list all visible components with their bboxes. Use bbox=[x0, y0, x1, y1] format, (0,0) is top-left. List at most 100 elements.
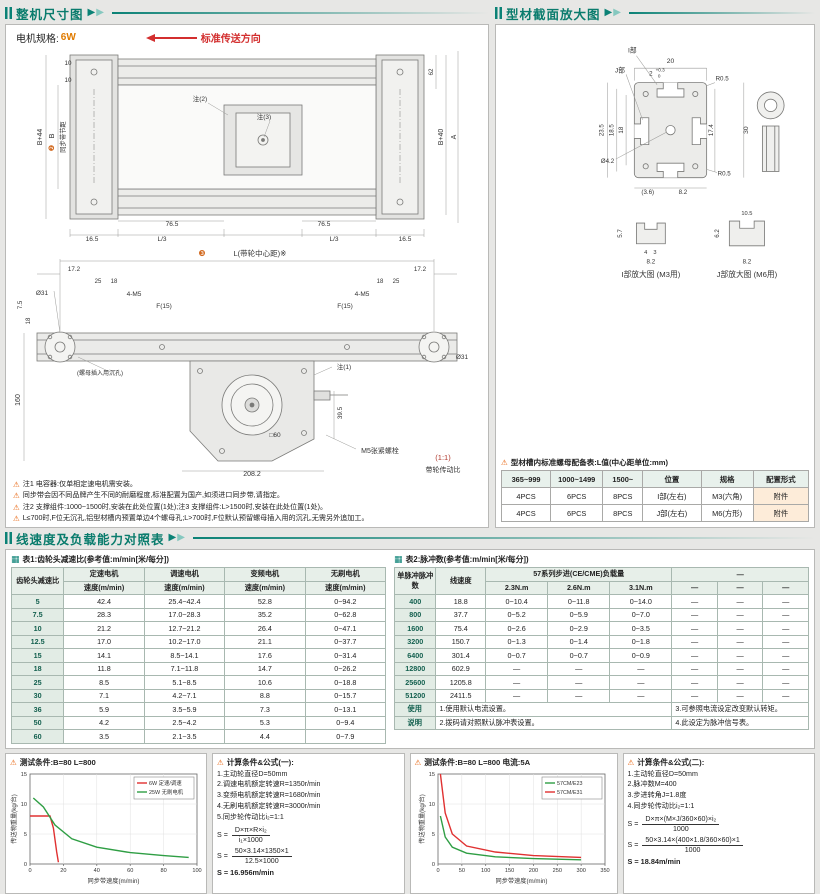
calc-line: 2.调速电机额定转速R=1350r/min bbox=[217, 779, 400, 790]
table-cell: 18.8 bbox=[436, 595, 486, 609]
direction-arrow-shaft bbox=[155, 37, 197, 39]
test2-title: ⚠ 测试条件:B=80 L=800 电流:5A bbox=[415, 757, 613, 768]
note-line: ⚠同步带会因不同品牌产生不同的耐磨程度,标准配置为国产,如须进口同步带,请指定。 bbox=[13, 490, 481, 501]
table-cell: 17.0~28.3 bbox=[144, 608, 224, 622]
calc-panel-2: ⚠ 计算条件&公式(二): 1.主动轮直径D=50mm 2.脉冲数M=400 3… bbox=[623, 753, 816, 894]
formula-lhs: S = bbox=[628, 820, 639, 828]
table-header-row: 齿轮头减速比 定速电机 调速电机 变频电机 无刷电机 bbox=[12, 568, 386, 582]
fraction-numerator: 50×3.14×1350×1 bbox=[232, 847, 292, 857]
table-cell: — bbox=[672, 635, 718, 649]
dimension-label: 25 bbox=[95, 279, 102, 285]
direction-arrow: 标准传送方向 bbox=[146, 30, 261, 45]
usage-note: 4.此设定为脉冲信号表。 bbox=[672, 716, 809, 730]
fraction-numerator: D×π×R×i₂ bbox=[232, 826, 270, 836]
dimension-label: 17.2 bbox=[414, 266, 427, 273]
table-cell: — bbox=[763, 635, 809, 649]
y-tick-label: 0 bbox=[24, 862, 27, 868]
drawing-notes: ⚠注1 电容器:仅单相定速电机需安装。 ⚠同步带会因不同品牌产生不同的耐磨程度,… bbox=[6, 477, 488, 527]
dimension-label: 18 bbox=[618, 126, 625, 133]
dimension-label: Ø31 bbox=[456, 354, 469, 361]
table-cell: 602.9 bbox=[436, 662, 486, 676]
column-header: 2.6N.m bbox=[548, 581, 610, 595]
x-axis-label: 同步带速度(m/min) bbox=[495, 877, 547, 885]
header-arrow-icon: ▶ bbox=[88, 8, 96, 18]
y-axis-label: 传送物重量(kg/台) bbox=[10, 794, 18, 844]
dimension-label: 18 bbox=[377, 279, 384, 285]
dimension-label: 25 bbox=[393, 279, 400, 285]
calc-line: 2.脉冲数M=400 bbox=[628, 779, 811, 790]
pulse-block: ▦ 表2:脉冲数(参考值:m/min[米/每分]) 单脉冲脉冲数 线速度 57系… bbox=[394, 553, 809, 744]
y-tick-label: 5 bbox=[431, 832, 434, 838]
x-tick-label: 100 bbox=[192, 868, 201, 874]
header-arrow-icon: ▶ bbox=[613, 8, 621, 18]
table-cell: 21.2 bbox=[64, 622, 144, 636]
table-cell: — bbox=[717, 635, 763, 649]
direction-label: 标准传送方向 bbox=[201, 30, 261, 45]
calc-line: 4.无刷电机额定转速R=3000r/min bbox=[217, 801, 400, 812]
table-cell: 0~1.8 bbox=[610, 635, 672, 649]
table-header-row: 速度(m/min) 速度(m/min) 速度(m/min) 速度(m/min) bbox=[12, 581, 386, 595]
dimension-label: 208.2 bbox=[243, 471, 261, 477]
top-row: 整机尺寸图 ▶ ▶ 电机规格: 6W 标准传送方向 bbox=[5, 3, 815, 528]
dimension-label: Ø31 bbox=[36, 290, 49, 297]
table-cell: 0~13.1 bbox=[305, 703, 385, 717]
y-tick-label: 15 bbox=[21, 772, 27, 778]
note-text: 同步带会因不同品牌产生不同的耐磨程度,标准配置为国产,如须进口同步带,请指定。 bbox=[23, 490, 284, 501]
fraction: 50×3.14×(400×1.8/360×60)×1 1000 bbox=[642, 836, 742, 854]
column-header: 速度(m/min) bbox=[144, 581, 224, 595]
table-cell: — bbox=[763, 662, 809, 676]
table-cell: — bbox=[672, 649, 718, 663]
x-tick-label: 100 bbox=[481, 868, 490, 874]
table-cell: — bbox=[717, 689, 763, 703]
dimension-label: Ø4.2 bbox=[601, 158, 615, 165]
x-axis-label: 同步带速度(m/min) bbox=[88, 877, 140, 885]
table-cell: 0~37.7 bbox=[305, 635, 385, 649]
table-cell: 50 bbox=[12, 716, 64, 730]
table-cell: 8.5 bbox=[64, 676, 144, 690]
dimension-label: 160 bbox=[15, 394, 22, 406]
header-rule bbox=[629, 12, 815, 14]
table-cell: 0~31.4 bbox=[305, 649, 385, 663]
calc-line: 1.主动轮直径D=50mm bbox=[217, 769, 400, 780]
table-cell: — bbox=[486, 689, 548, 703]
table-cell: 12.5 bbox=[12, 635, 64, 649]
section-title-profile: 型材截面放大图 bbox=[506, 4, 601, 23]
table-cell: 14.1 bbox=[64, 649, 144, 663]
table1-caption-text: 表1:齿轮头减速比(参考值:m/min[米/每分]) bbox=[23, 554, 169, 565]
table-cell: 18 bbox=[12, 662, 64, 676]
column-header: 调速电机 bbox=[144, 568, 224, 582]
legend-label: 57CM/E23 bbox=[557, 781, 582, 787]
dimension-label: I部 bbox=[628, 46, 637, 55]
table-cell: 0~2.9 bbox=[548, 622, 610, 636]
speed-tables-panel: ▦ 表1:齿轮头减速比(参考值:m/min[米/每分]) 齿轮头减速比 定速电机… bbox=[5, 549, 815, 749]
table-cell: 400 bbox=[395, 595, 436, 609]
column-header: 3.1N.m bbox=[610, 581, 672, 595]
legend-label: 57CM/E31 bbox=[557, 790, 582, 796]
motor-spec-label: 电机规格: bbox=[16, 30, 59, 45]
column-header: 速度(m/min) bbox=[64, 581, 144, 595]
table-cell: 5.1~8.5 bbox=[144, 676, 224, 690]
x-tick-label: 60 bbox=[127, 868, 133, 874]
header-arrow-icon: ▶ bbox=[605, 8, 613, 18]
table-cell: 3.5 bbox=[64, 730, 144, 744]
fraction-denominator: i₁×1000 bbox=[232, 836, 270, 845]
header-rule bbox=[193, 537, 815, 539]
table-cell: 21.1 bbox=[225, 635, 305, 649]
dimension-label: 76.5 bbox=[318, 221, 331, 228]
dimension-label: 8.2 bbox=[679, 189, 688, 196]
column-header: 无刷电机 bbox=[305, 568, 385, 582]
table-icon: ▦ bbox=[394, 555, 403, 564]
table-cell: J部(左右) bbox=[643, 505, 701, 522]
table-cell: 25600 bbox=[395, 676, 436, 690]
table-cell: 150.7 bbox=[436, 635, 486, 649]
table-cell: 0~5.2 bbox=[486, 608, 548, 622]
x-tick-label: 80 bbox=[160, 868, 166, 874]
dimension-label: 30 bbox=[743, 126, 750, 134]
dimension-label: 62 bbox=[428, 68, 435, 76]
usage-label: 使用 bbox=[395, 703, 436, 717]
x-tick-label: 300 bbox=[576, 868, 585, 874]
